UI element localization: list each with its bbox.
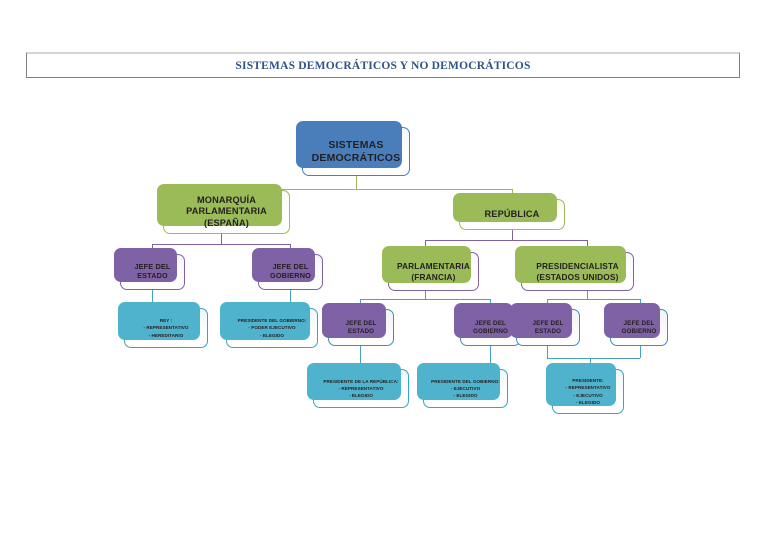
node-presidente-eeuu-detalle[interactable]: PRESIDENTE: - REPRESENTATIVO - EJECUTIVO… [546, 363, 624, 414]
node-line: JEFE DEL ESTADO [532, 319, 564, 335]
node-jefe-estado-espana[interactable]: JEFE DEL ESTADO [114, 248, 185, 290]
node-line: PRESIDENTE DEL GOBIERNO: [237, 318, 307, 324]
node-line: (ESTADOS UNIDOS) [536, 271, 619, 282]
node-presidente-gobierno-francia-detalle[interactable]: PRESIDENTE DEL GOBIERNO: - EJECUTIVO - E… [417, 363, 508, 408]
connector-republica-bar [425, 240, 587, 241]
node-shadow [322, 303, 386, 338]
node-shadow [454, 303, 513, 338]
connector-presidencialista-down [587, 291, 588, 299]
node-presidente-gobierno-espana-detalle[interactable]: PRESIDENTE DEL GOBIERNO: - PODER EJECUTI… [220, 302, 318, 348]
node-line: PRESIDENTE DE LA REPÚBLICA: [323, 378, 399, 384]
node-line: - EJECUTIVO [450, 385, 481, 391]
title-banner: SISTEMAS DEMOCRÁTICOS Y NO DEMOCRÁTICOS [26, 52, 740, 78]
node-jefe-gobierno-francia[interactable]: JEFE DEL GOBIERNO [454, 303, 521, 346]
node-line: GOBIERNO [472, 327, 509, 335]
node-shadow [220, 302, 310, 340]
node-line: - EJECUTIVO [573, 392, 603, 398]
node-line: JEFE DEL [272, 262, 309, 272]
connector-monarquia-bar [152, 244, 290, 245]
node-shadow [382, 246, 471, 283]
node-line: - ELEGIDO [576, 399, 600, 405]
node-line: PARLAMENTARIA [186, 206, 267, 217]
node-shadow [604, 303, 660, 338]
node-line: - REPRESENTATIVO [143, 325, 189, 331]
node-line: - HEREDITARIO [148, 332, 184, 338]
connector-jefe-estado-eeuu-down [547, 346, 548, 358]
node-jefe-gobierno-espana[interactable]: JEFE DEL GOBIERNO [252, 248, 323, 290]
node-shadow [118, 302, 200, 340]
node-jefe-estado-eeuu[interactable]: JEFE DEL ESTADO [510, 303, 580, 346]
node-jefe-gobierno-eeuu[interactable]: JEFE DEL GOBIERNO [604, 303, 668, 346]
connector-monarquia-down [221, 234, 222, 244]
connector-root-down [356, 176, 357, 189]
node-line: - REPRESENTATIVO [565, 385, 611, 391]
node-sistemas-democraticos[interactable]: SISTEMAS DEMOCRÁTICOS [296, 121, 410, 176]
node-line: MONARQUÍA [196, 195, 257, 206]
node-shadow [307, 363, 401, 400]
node-shadow [510, 303, 572, 338]
node-line: (ESPAÑA) [204, 217, 249, 228]
node-line: JEFE DEL [623, 319, 655, 327]
node-shadow [114, 248, 177, 282]
connector-presidente-leaf-bar [547, 358, 640, 359]
node-line: JEFE DEL [134, 262, 171, 272]
connector-presidencialista-bar [547, 299, 640, 300]
node-line: - ELEGIDO [260, 332, 284, 338]
node-parlamentaria-francia[interactable]: PARLAMENTARIA (FRANCIA) [382, 246, 479, 291]
node-line: JEFE DEL ESTADO [345, 319, 377, 335]
connector-jefe-gobierno-fr-leaf [490, 346, 491, 367]
node-line: PRESIDENCIALISTA [536, 261, 619, 272]
connector-jefe-gobierno-esp-leaf [290, 290, 291, 308]
connector-jefe-estado-fr-leaf [360, 346, 361, 367]
node-shadow [515, 246, 626, 283]
node-line: GOBIERNO [621, 327, 657, 335]
node-shadow [417, 363, 500, 400]
connector-jefe-gobierno-eeuu-down [640, 346, 641, 358]
connector-jefe-estado-esp-leaf [152, 290, 153, 308]
node-presidente-republica-detalle[interactable]: PRESIDENTE DE LA REPÚBLICA: - REPRESENTA… [307, 363, 409, 408]
node-line: PARLAMENTARIA [396, 261, 471, 272]
node-shadow [453, 193, 557, 222]
connector-republica-down [512, 230, 513, 240]
connector-parlamentaria-bar [360, 299, 490, 300]
node-line: REPÚBLICA [484, 208, 540, 219]
node-line: SISTEMAS [328, 138, 384, 151]
node-shadow [252, 248, 315, 282]
node-republica[interactable]: REPÚBLICA [453, 193, 565, 230]
node-line: - PODER EJECUTIVO [248, 325, 296, 331]
node-jefe-estado-francia[interactable]: JEFE DEL ESTADO [322, 303, 394, 346]
node-presidencialista-eeuu[interactable]: PRESIDENCIALISTA (ESTADOS UNIDOS) [515, 246, 634, 291]
connector-level1-bar [221, 189, 512, 190]
node-line: - ELEGIDO [453, 393, 478, 399]
node-shadow [296, 121, 402, 168]
node-monarquia-parlamentaria[interactable]: MONARQUÍA PARLAMENTARIA (ESPAÑA) [157, 184, 290, 234]
node-line: PRESIDENTE DEL GOBIERNO: [431, 378, 500, 384]
connector-parlamentaria-down [425, 291, 426, 299]
node-line: ESTADO [137, 271, 168, 280]
page-title: SISTEMAS DEMOCRÁTICOS Y NO DEMOCRÁTICOS [235, 59, 531, 72]
node-line: - ELEGIDO [349, 393, 373, 399]
node-line: PRESIDENTE: [572, 378, 604, 384]
node-shadow [546, 363, 616, 406]
node-line: GOBIERNO [270, 271, 311, 280]
node-line: DEMOCRÁTICOS [311, 151, 401, 164]
node-line: (FRANCIA) [411, 271, 456, 282]
node-line: REY : [159, 318, 173, 324]
node-shadow [157, 184, 282, 226]
node-line: - REPRESENTATIVO [338, 385, 384, 391]
node-rey-detalle[interactable]: REY : - REPRESENTATIVO - HEREDITARIO [118, 302, 208, 348]
node-line: JEFE DEL [475, 319, 506, 327]
